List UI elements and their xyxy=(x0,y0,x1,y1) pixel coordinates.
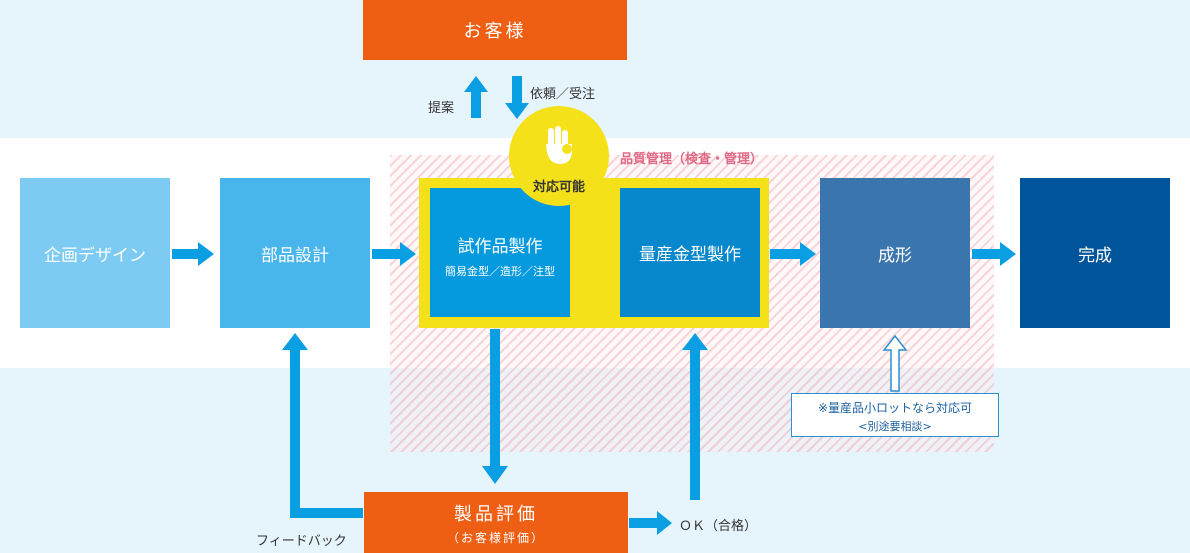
arrow-forming-to-complete xyxy=(972,242,1016,266)
feedback-label: フィードバック xyxy=(256,534,347,549)
note-arrow xyxy=(882,334,908,392)
customer-box: お客様 xyxy=(363,0,627,60)
forming-box: 成形 xyxy=(820,178,970,328)
quality-control-label: 品質管理（検査・管理） xyxy=(620,152,764,167)
proposal-label: 提案 xyxy=(428,101,455,116)
proposal-arrow xyxy=(464,76,488,118)
small-lot-note: ※量産品小ロットなら対応可 <別途要相談> xyxy=(791,393,999,437)
ok-label: ＯＫ（合格） xyxy=(679,519,758,534)
mass-mold-box: 量産金型製作 xyxy=(620,188,760,317)
parts-design-label: 部品設計 xyxy=(261,245,329,266)
arrow-parts-to-prototype xyxy=(372,242,416,266)
evaluation-label: 製品評価 xyxy=(454,503,538,525)
parts-design-box: 部品設計 xyxy=(220,178,370,328)
request-label: 依頼／受注 xyxy=(530,87,596,102)
capability-label: 対応可能 xyxy=(532,180,585,195)
customer-label: お客様 xyxy=(463,21,527,42)
prototype-box: 試作品製作 簡易金型／造形／注型 xyxy=(430,188,570,317)
product-evaluation-box: 製品評価 （お客様評価） xyxy=(364,492,628,553)
prototype-label: 試作品製作 xyxy=(457,237,543,257)
forming-label: 成形 xyxy=(878,245,912,266)
mass-mold-label: 量産金型製作 xyxy=(639,245,741,265)
arrow-planning-to-parts xyxy=(172,242,214,266)
note-line1: ※量産品小ロットなら対応可 xyxy=(817,401,973,415)
request-arrow xyxy=(505,76,529,119)
note-line2: <別途要相談> xyxy=(858,420,932,433)
arrow-prototype-to-evaluation xyxy=(482,329,508,484)
complete-label: 完成 xyxy=(1078,245,1112,266)
ok-hand-icon xyxy=(546,126,572,164)
complete-box: 完成 xyxy=(1020,178,1170,328)
arrow-ok-right xyxy=(629,511,672,535)
planning-label: 企画デザイン xyxy=(44,245,146,266)
arrow-ok-to-mass xyxy=(682,333,708,500)
arrow-mass-to-forming xyxy=(770,242,816,266)
prototype-sub-label: 簡易金型／造形／注型 xyxy=(445,265,555,278)
planning-design-box: 企画デザイン xyxy=(20,178,170,328)
feedback-arrow xyxy=(282,333,363,518)
evaluation-sub-label: （お客様評価） xyxy=(446,530,545,545)
